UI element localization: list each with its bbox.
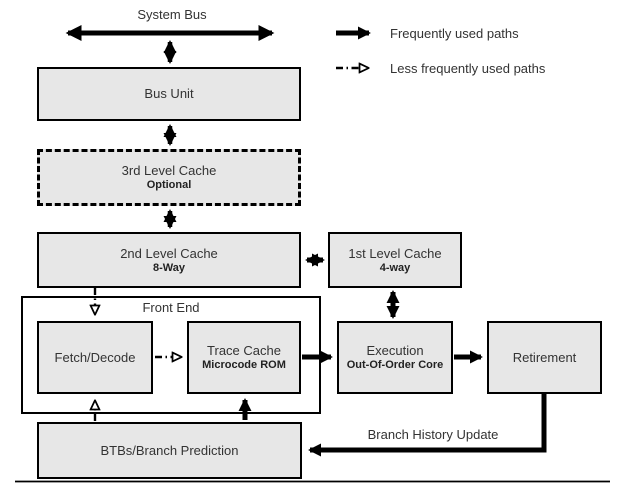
- box-bus-unit: Bus Unit: [37, 67, 301, 121]
- box-retirement: Retirement: [487, 321, 602, 394]
- box-2nd-level-cache: 2nd Level Cache 8-Way: [37, 232, 301, 288]
- box-title: Retirement: [512, 349, 577, 365]
- box-fetch-decode: Fetch/Decode: [37, 321, 153, 394]
- box-subtitle: 8-Way: [153, 261, 185, 274]
- box-title: 3rd Level Cache: [121, 163, 217, 178]
- box-subtitle: Microcode ROM: [202, 359, 286, 371]
- box-title: Trace Cache: [207, 343, 281, 358]
- box-execution: Execution Out-Of-Order Core: [337, 321, 453, 394]
- box-subtitle: Out-Of-Order Core: [346, 359, 444, 371]
- box-title: Fetch/Decode: [54, 349, 136, 365]
- system-bus-label: System Bus: [137, 7, 207, 22]
- front-end-label: Front End: [142, 300, 200, 315]
- arrow-retirement-btbs: [308, 394, 547, 457]
- legend-less-frequent-label: Less frequently used paths: [390, 61, 546, 76]
- box-trace-cache: Trace Cache Microcode ROM: [187, 321, 301, 394]
- box-title: 2nd Level Cache: [120, 245, 218, 261]
- box-title: BTBs/Branch Prediction: [100, 442, 239, 458]
- branch-history-update-label: Branch History Update: [367, 427, 499, 442]
- legend-frequent-label: Frequently used paths: [390, 26, 519, 41]
- box-subtitle: Optional: [146, 179, 192, 191]
- box-subtitle: 4-way: [379, 261, 411, 274]
- box-title: Bus Unit: [144, 86, 194, 101]
- box-3rd-level-cache: 3rd Level Cache Optional: [37, 149, 301, 206]
- box-btbs-branch-prediction: BTBs/Branch Prediction: [37, 422, 302, 479]
- box-title: 1st Level Cache: [348, 245, 442, 261]
- box-1st-level-cache: 1st Level Cache 4-way: [328, 232, 462, 288]
- box-title: Execution: [366, 343, 424, 358]
